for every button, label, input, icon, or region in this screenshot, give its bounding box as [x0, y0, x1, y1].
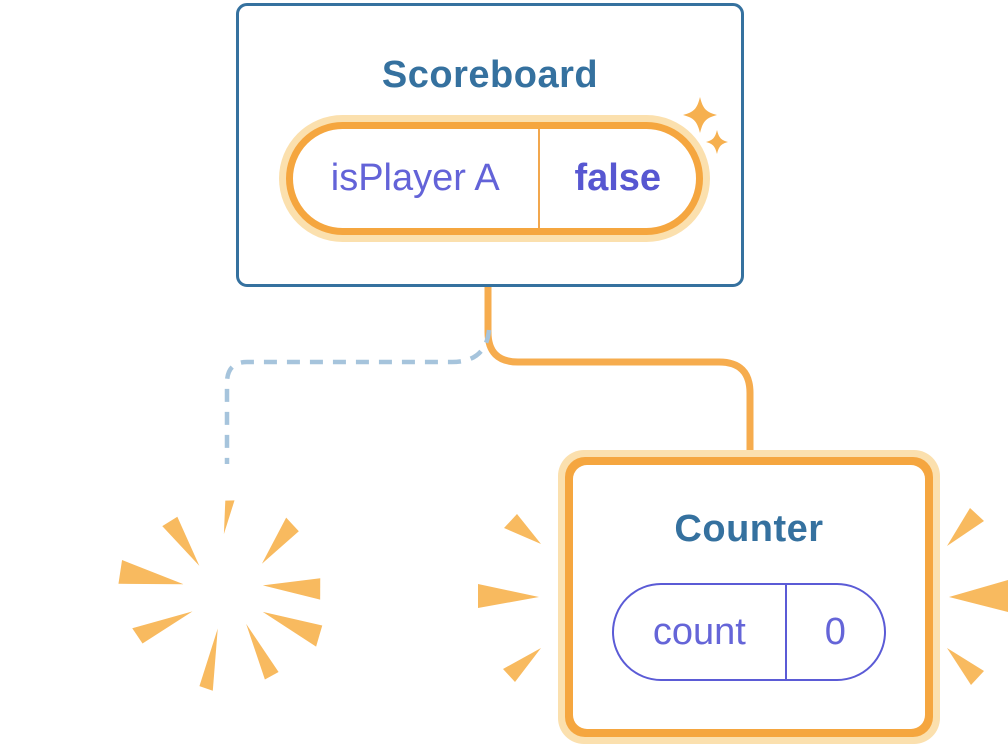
counter-card: Counter count 0 [558, 450, 940, 744]
state-name-label: isPlayer A [293, 129, 540, 228]
counter-card-body: Counter count 0 [573, 465, 925, 729]
removed-component-card [92, 457, 363, 729]
counter-state-pill: count 0 [612, 583, 886, 681]
state-name-label: count [614, 585, 787, 679]
counter-card-border: Counter count 0 [565, 457, 933, 737]
scoreboard-state-pill: isPlayer A false [286, 122, 703, 235]
dashed-connector-line [224, 329, 492, 464]
poof-burst-icon [118, 500, 323, 691]
scoreboard-card: Scoreboard isPlayer A false [236, 3, 744, 287]
solid-connector-line [484, 285, 754, 456]
state-value-label: false [574, 157, 662, 199]
scoreboard-title: Scoreboard [381, 54, 599, 96]
counter-title: Counter [674, 508, 824, 550]
state-value-label: 0 [824, 610, 846, 653]
